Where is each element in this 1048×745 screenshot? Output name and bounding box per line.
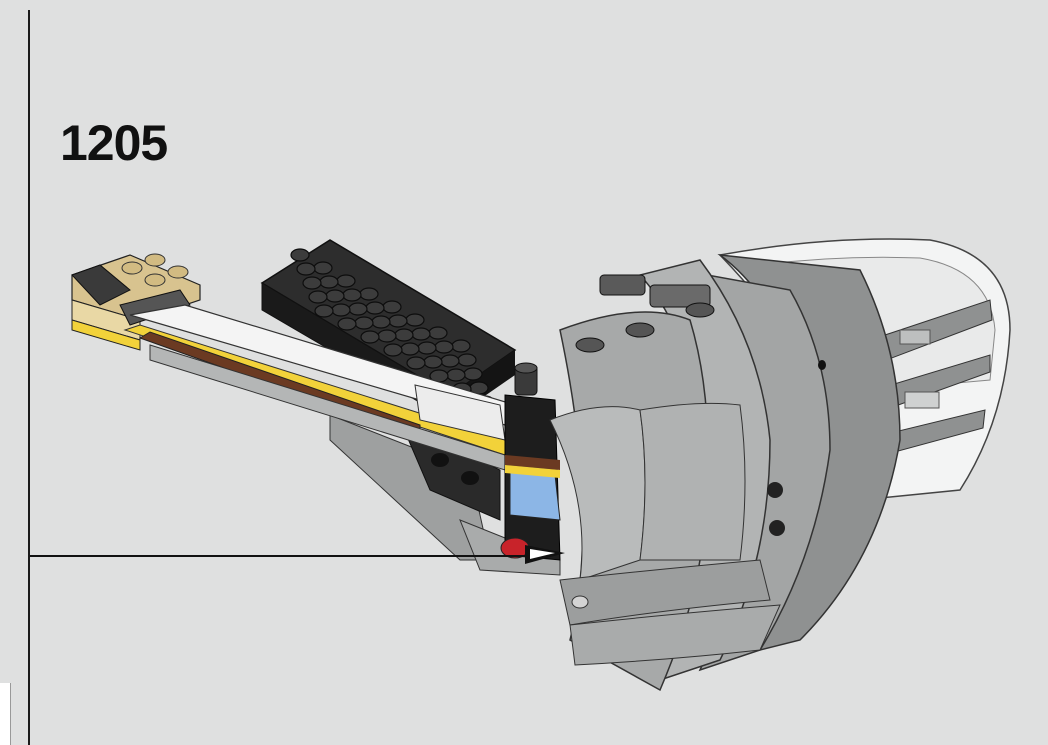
plate-stud bbox=[434, 340, 454, 354]
pointer-arrow-icon bbox=[30, 545, 565, 564]
plate-stud bbox=[360, 330, 380, 344]
page-edge-tab bbox=[0, 683, 11, 745]
plate-stud bbox=[417, 341, 437, 355]
plate-stud bbox=[451, 339, 471, 353]
plate-stud bbox=[446, 368, 466, 382]
plate-stud bbox=[337, 317, 357, 331]
plate-stud bbox=[336, 274, 356, 288]
step-number: 1205 bbox=[60, 115, 168, 171]
plate-stud bbox=[440, 354, 460, 368]
plate-stud bbox=[290, 248, 310, 262]
plate-stud bbox=[463, 367, 483, 381]
plate-stud bbox=[296, 262, 316, 276]
plate-stud bbox=[325, 289, 345, 303]
plate-stud bbox=[354, 316, 374, 330]
plate-stud bbox=[383, 343, 403, 357]
cockpit-body bbox=[549, 238, 1011, 692]
plate-stud bbox=[302, 276, 322, 290]
plate-stud bbox=[359, 287, 379, 301]
plate-stud bbox=[319, 275, 339, 289]
plate-stud bbox=[371, 315, 391, 329]
plate-stud bbox=[457, 353, 477, 367]
plate-stud bbox=[348, 302, 368, 316]
arm-assembly bbox=[71, 253, 516, 471]
connector-column bbox=[500, 362, 561, 561]
page-binding-line bbox=[28, 10, 30, 745]
plate-stud bbox=[400, 342, 420, 356]
plate-stud bbox=[377, 329, 397, 343]
plate-stud bbox=[394, 328, 414, 342]
plate-stud bbox=[423, 355, 443, 369]
plate-stud bbox=[388, 314, 408, 328]
plate-stud bbox=[308, 290, 328, 304]
plate-stud bbox=[313, 261, 333, 275]
plate-stud bbox=[428, 326, 448, 340]
plate-stud bbox=[331, 303, 351, 317]
plate-stud bbox=[365, 301, 385, 315]
plate-stud bbox=[314, 304, 334, 318]
plate-stud bbox=[342, 288, 362, 302]
plate-stud bbox=[406, 356, 426, 370]
plate-stud bbox=[382, 300, 402, 314]
plate-stud bbox=[405, 313, 425, 327]
plate-stud bbox=[411, 327, 431, 341]
